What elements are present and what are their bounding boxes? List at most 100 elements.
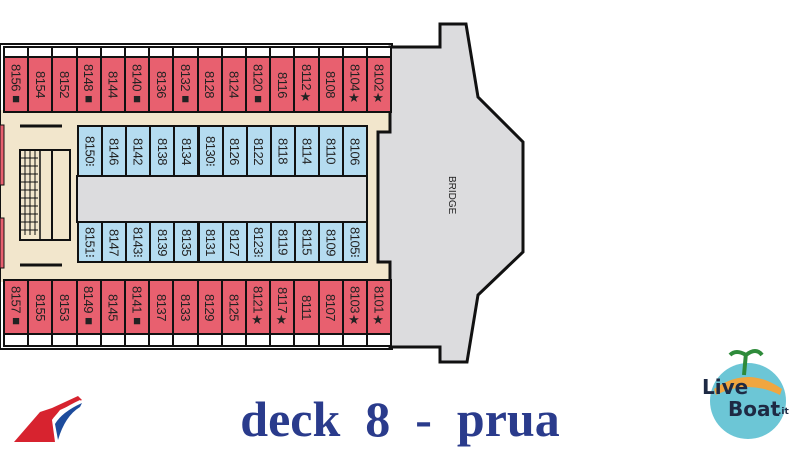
cabin-number: 8142 — [130, 137, 146, 165]
cabin[interactable]: 8143⁝ — [125, 221, 152, 263]
cabin[interactable]: 8140■ — [124, 56, 151, 113]
cabin-number: 8119 — [275, 229, 291, 255]
balcony — [293, 333, 320, 347]
center-void — [76, 175, 368, 223]
liveboat-logo: Live Boat .it — [700, 345, 792, 445]
cabin-number: 8144 — [105, 71, 121, 98]
stairs — [19, 149, 71, 241]
cabin-number: 8141■ — [129, 286, 145, 328]
cabin-number: 8110 — [323, 138, 339, 164]
balcony — [27, 333, 54, 347]
cabin-number: 8130⁝ — [203, 135, 219, 167]
cabin[interactable]: 8121★ — [245, 279, 272, 335]
cabin-number: 8152 — [56, 71, 72, 98]
cabin-number: 8138 — [154, 137, 170, 165]
cabin[interactable]: 8131 — [197, 221, 224, 263]
cabin[interactable]: 8153 — [51, 279, 78, 335]
cabin-number: 8148■ — [81, 63, 97, 106]
cabin[interactable]: 8111 — [293, 279, 320, 335]
cabin-number: 8120■ — [250, 63, 266, 106]
cabin[interactable]: 8135 — [173, 221, 200, 263]
carnival-logo — [14, 396, 82, 442]
cabin[interactable]: 8116 — [269, 56, 296, 113]
balcony — [269, 333, 296, 347]
cabin[interactable]: 8103★ — [341, 279, 368, 335]
cabin[interactable]: 8144 — [99, 56, 126, 113]
cabin[interactable]: 8108 — [317, 56, 344, 113]
cabin-number: 8105⁝ — [347, 226, 363, 258]
balcony — [366, 333, 393, 347]
cabin-number: 8125 — [226, 293, 242, 321]
cabin[interactable]: 8133 — [172, 279, 199, 335]
cabin-number: 8122 — [251, 137, 267, 165]
cabin-number: 8127 — [227, 228, 243, 256]
cabin-number: 8114 — [299, 138, 315, 164]
liveboat-line2: Boat — [728, 397, 781, 421]
cabin[interactable]: 8155 — [27, 279, 54, 335]
cabin-number: 8108 — [323, 71, 339, 98]
cabin[interactable]: 8124 — [220, 56, 247, 113]
balcony — [172, 333, 199, 347]
cabin[interactable]: 8114 — [293, 125, 320, 177]
cabin[interactable]: 8145 — [99, 279, 126, 335]
cabin[interactable]: 8151⁝ — [77, 221, 104, 263]
cabin[interactable]: 8138 — [149, 125, 176, 177]
cabin[interactable]: 8142 — [125, 125, 152, 177]
cabin[interactable]: 8107 — [317, 279, 344, 335]
cabin[interactable]: 8156■ — [3, 56, 30, 113]
cabin[interactable]: 8105⁝ — [342, 221, 369, 263]
cabin-number: 8145 — [105, 293, 121, 321]
cabin[interactable]: 8104★ — [341, 56, 368, 113]
cabin[interactable]: 8154 — [27, 56, 54, 113]
cabin-number: 8107 — [323, 293, 339, 321]
cabin[interactable]: 8147 — [101, 221, 128, 263]
balcony — [245, 333, 272, 347]
cabin[interactable]: 8102★ — [366, 56, 393, 113]
cabin[interactable]: 8118 — [269, 125, 296, 177]
cabin-number: 8115 — [299, 229, 315, 255]
balcony — [220, 333, 247, 347]
cabin[interactable]: 8125 — [220, 279, 247, 335]
cabin[interactable]: 8134 — [173, 125, 200, 177]
cabin-number: 8109 — [323, 228, 339, 256]
cabin[interactable]: 8146 — [101, 125, 128, 177]
cabin[interactable]: 8149■ — [75, 279, 102, 335]
cabin[interactable]: 8139 — [149, 221, 176, 263]
cabin[interactable]: 8152 — [51, 56, 78, 113]
cabin[interactable]: 8150⁝ — [77, 125, 104, 177]
cabin[interactable]: 8112★ — [293, 56, 320, 113]
balcony — [51, 333, 78, 347]
cabin[interactable]: 8106 — [342, 125, 369, 177]
cabin[interactable]: 8115 — [293, 221, 320, 263]
liveboat-suffix: .it — [778, 407, 789, 417]
cabin[interactable]: 8129 — [196, 279, 223, 335]
cabin[interactable]: 8137 — [148, 279, 175, 335]
cabin[interactable]: 8136 — [148, 56, 175, 113]
cabin-number: 8129 — [202, 293, 218, 321]
cabin[interactable]: 8120■ — [245, 56, 272, 113]
cabin-number: 8136 — [153, 71, 169, 98]
cabin[interactable]: 8141■ — [124, 279, 151, 335]
cabin[interactable]: 8132■ — [172, 56, 199, 113]
cabin[interactable]: 8128 — [196, 56, 223, 113]
cabin-number: 8104★ — [347, 63, 363, 106]
cabin[interactable]: 8123⁝ — [245, 221, 272, 263]
cabin-number: 8135 — [178, 228, 194, 256]
cabin-number: 8146 — [106, 137, 122, 165]
cabin[interactable]: 8110 — [318, 125, 345, 177]
cabin[interactable]: 8126 — [221, 125, 248, 177]
cabin[interactable]: 8119 — [269, 221, 296, 263]
cabin[interactable]: 8109 — [318, 221, 345, 263]
cabin[interactable]: 8127 — [221, 221, 248, 263]
cabin-number: 8123⁝ — [251, 226, 267, 258]
cabin[interactable]: 8117★ — [269, 279, 296, 335]
cabin-number: 8156■ — [8, 63, 24, 106]
balcony — [99, 333, 126, 347]
cabin[interactable]: 8148■ — [75, 56, 102, 113]
cabin[interactable]: 8122 — [245, 125, 272, 177]
cabin[interactable]: 8130⁝ — [197, 125, 224, 177]
cabin[interactable]: 8157■ — [3, 279, 30, 335]
cabin-number: 8149■ — [81, 286, 97, 328]
cabin[interactable]: 8101★ — [366, 279, 393, 335]
